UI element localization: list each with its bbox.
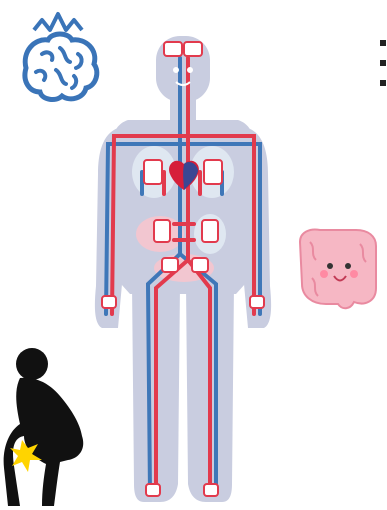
knee-pain-person-icon xyxy=(2,340,102,508)
intestine-mascot-icon xyxy=(290,224,386,310)
circulatory-system xyxy=(84,24,282,508)
intestine-mascot-icon-wrap xyxy=(290,224,386,310)
body-figure xyxy=(84,24,282,508)
cropped-text-edge xyxy=(380,40,386,92)
knee-pain-person-icon-wrap xyxy=(2,340,102,508)
